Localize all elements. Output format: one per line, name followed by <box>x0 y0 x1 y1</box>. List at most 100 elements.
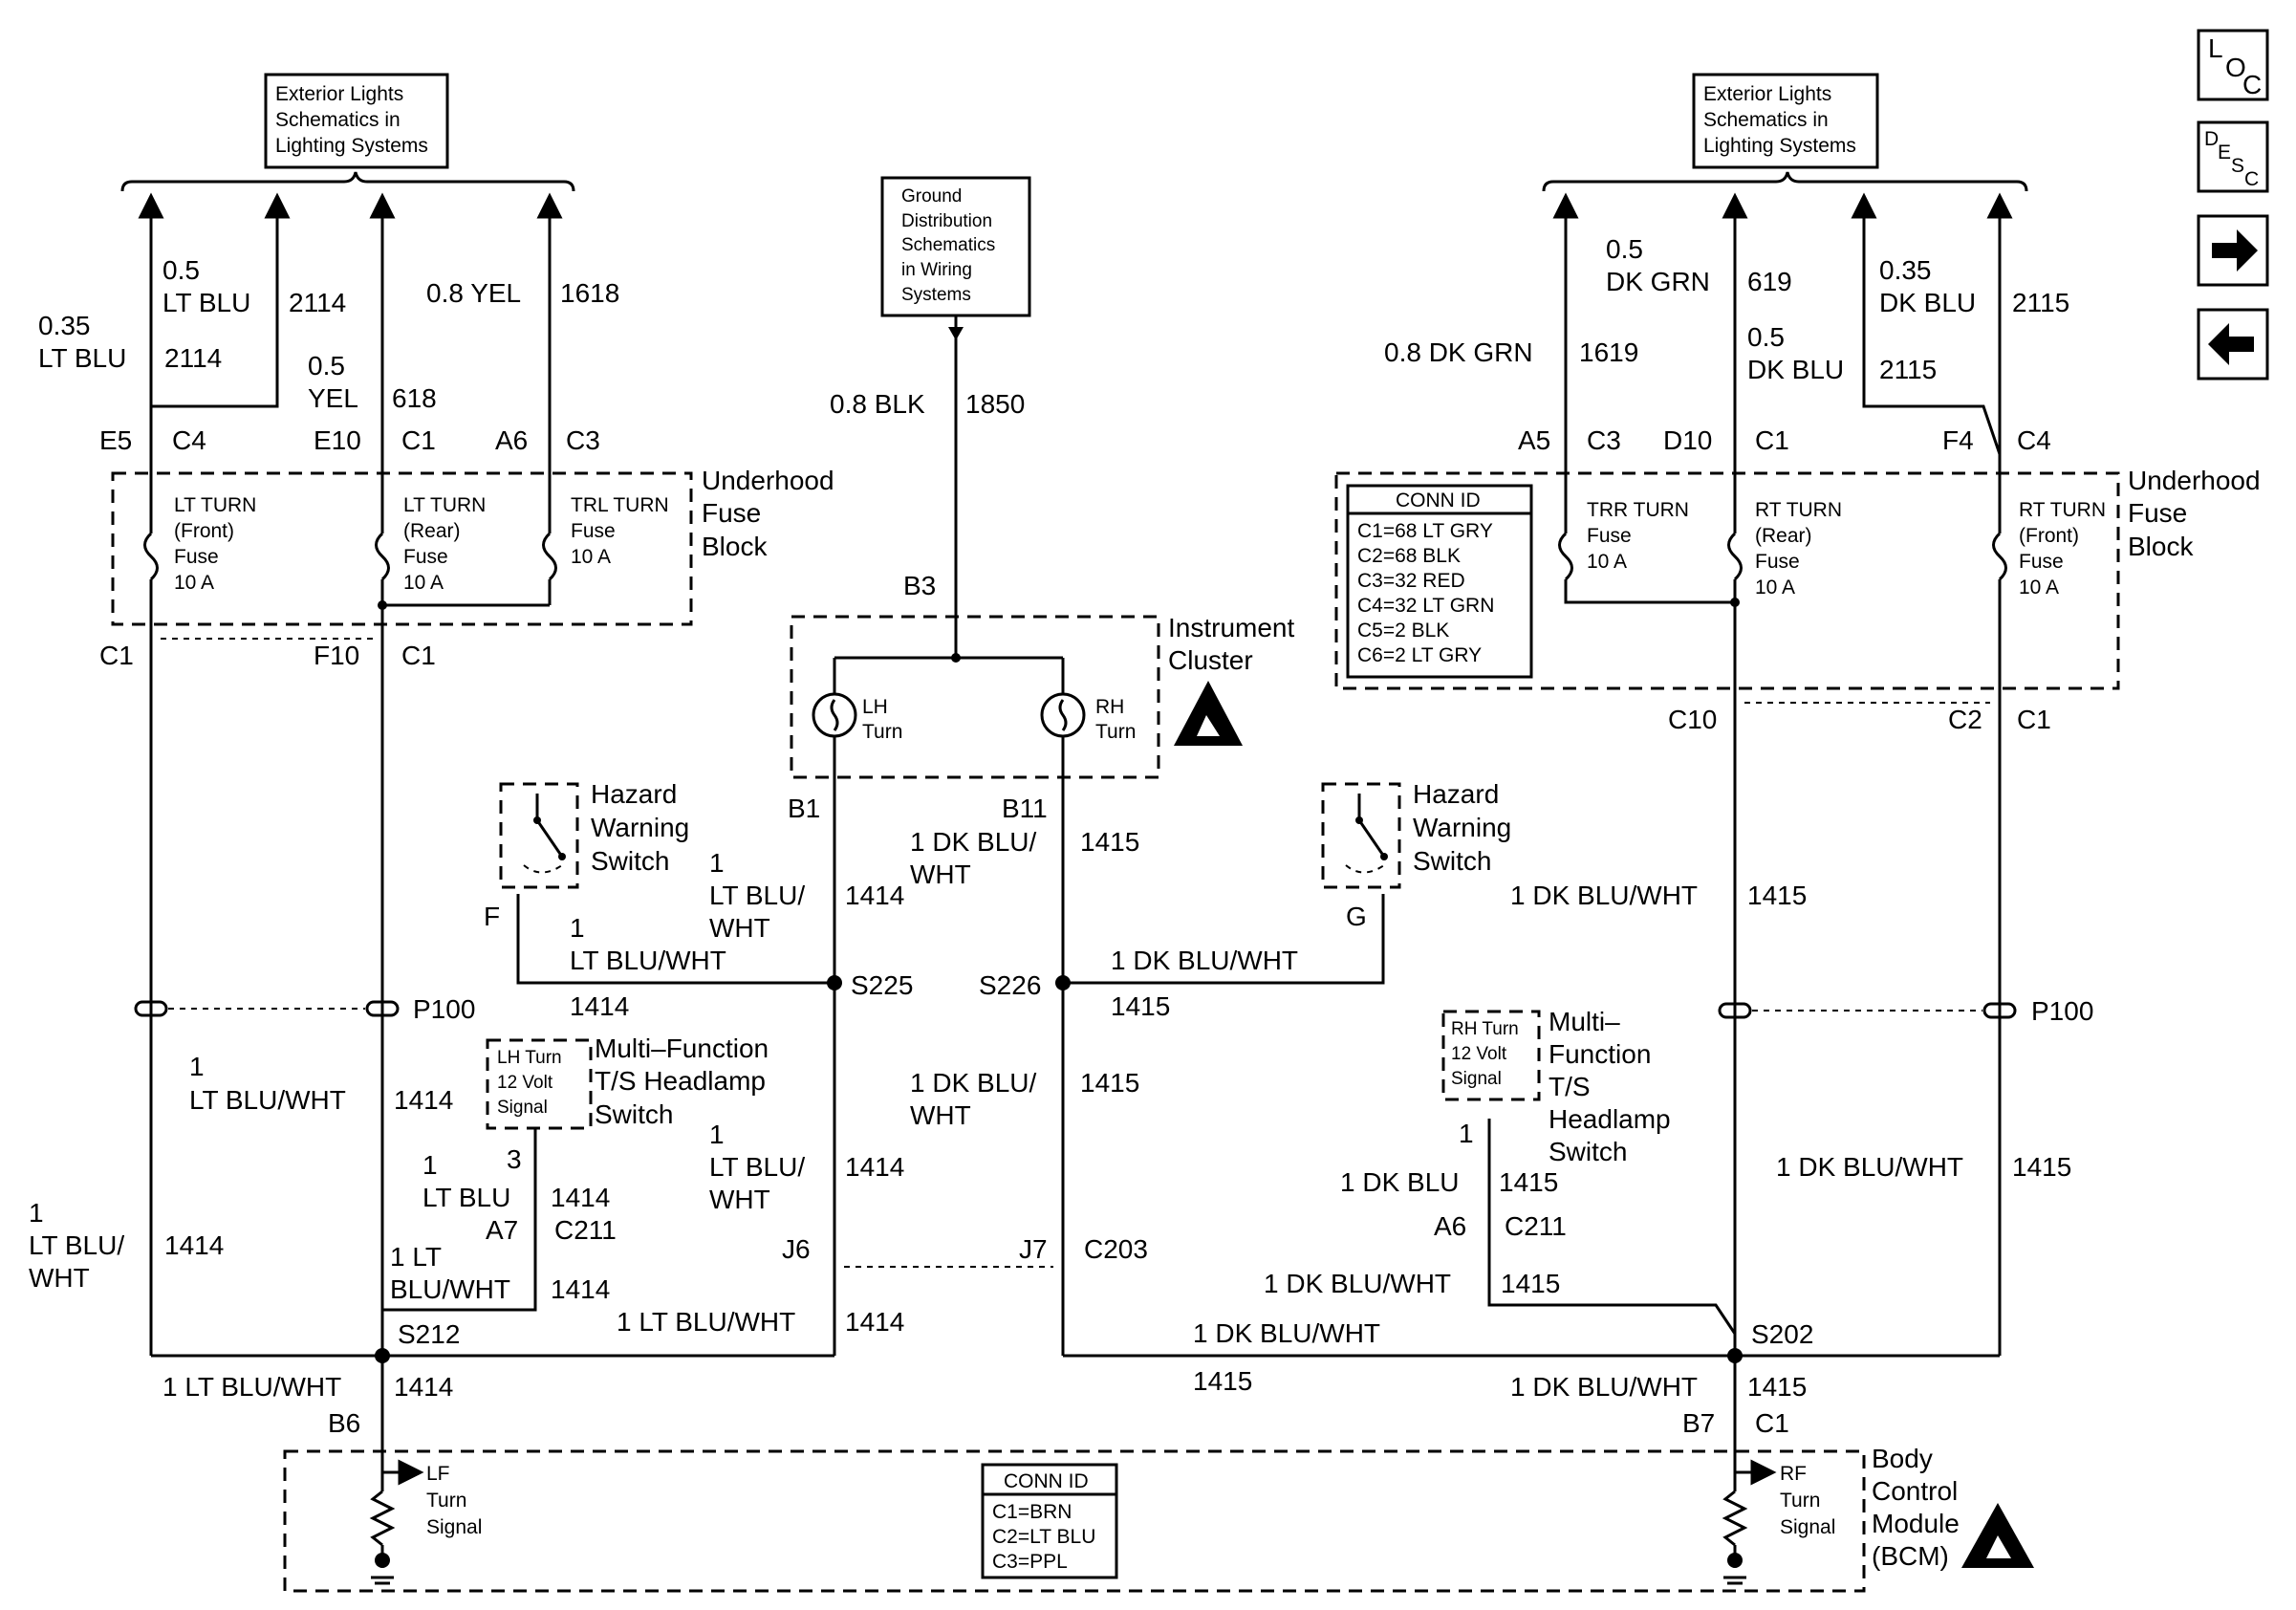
svg-text:10 A: 10 A <box>1755 577 1795 598</box>
svg-text:Signal: Signal <box>426 1516 482 1538</box>
svg-text:S212: S212 <box>398 1319 460 1349</box>
svg-text:S: S <box>2231 155 2244 177</box>
svg-text:Schematics in: Schematics in <box>275 109 401 131</box>
svg-text:Signal: Signal <box>1780 1516 1835 1538</box>
svg-text:J6: J6 <box>782 1234 811 1264</box>
svg-text:CONN ID: CONN ID <box>1396 490 1481 511</box>
desc-icon[interactable]: D E S C <box>2197 120 2269 193</box>
lf-turn-signal: LF Turn Signal <box>369 1442 482 1585</box>
svg-text:L: L <box>2208 33 2223 63</box>
svg-text:S202: S202 <box>1751 1319 1813 1349</box>
previous-arrow-icon[interactable] <box>2197 308 2269 381</box>
svg-text:RF: RF <box>1780 1463 1807 1485</box>
svg-text:1415: 1415 <box>1747 881 1807 910</box>
hazard-warning-switch-left: Hazard Warning Switch F <box>484 779 689 931</box>
svg-text:Signal: Signal <box>497 1098 548 1118</box>
next-arrow-icon[interactable] <box>2197 214 2269 287</box>
svg-text:Switch: Switch <box>1549 1137 1627 1166</box>
svg-text:RH: RH <box>1095 696 1124 718</box>
svg-text:Systems: Systems <box>901 285 971 305</box>
svg-text:Switch: Switch <box>591 846 669 876</box>
svg-text:D: D <box>2204 128 2219 150</box>
svg-text:0.8 BLK: 0.8 BLK <box>830 389 925 419</box>
right-top-wires: 0.8 DK GRN 1619 0.5 DK GRN 619 0.5 DK BL… <box>1384 192 2069 455</box>
svg-text:Distribution: Distribution <box>901 211 992 231</box>
svg-text:C3: C3 <box>566 425 600 455</box>
svg-text:Ground: Ground <box>901 186 962 207</box>
svg-text:0.5: 0.5 <box>1606 234 1643 264</box>
rh-turn-indicator: RH Turn <box>1040 692 1136 743</box>
loc-icon[interactable]: L O C <box>2197 29 2269 101</box>
svg-text:Turn: Turn <box>862 721 902 743</box>
p100-connector-left: P100 <box>134 994 475 1024</box>
svg-text:C5=2 BLK: C5=2 BLK <box>1357 620 1449 642</box>
svg-text:1414: 1414 <box>845 1152 904 1182</box>
ground-distribution-ref[interactable]: Ground Distribution Schematics in Wiring… <box>880 176 1031 317</box>
svg-text:LT BLU: LT BLU <box>162 288 250 317</box>
svg-text:DK GRN: DK GRN <box>1606 267 1710 296</box>
svg-text:LT BLU: LT BLU <box>422 1183 510 1212</box>
svg-text:Fuse: Fuse <box>174 546 219 568</box>
ground-wire: 0.8 BLK 1850 <box>830 315 1025 602</box>
svg-text:LT BLU: LT BLU <box>38 343 126 373</box>
svg-text:Underhood: Underhood <box>702 466 834 495</box>
svg-text:Multi–: Multi– <box>1549 1007 1620 1036</box>
svg-text:1 LT BLU/WHT: 1 LT BLU/WHT <box>162 1372 341 1402</box>
svg-text:0.8 YEL: 0.8 YEL <box>426 278 521 308</box>
svg-text:LT BLU/WHT: LT BLU/WHT <box>570 946 726 975</box>
multifunction-switch-right: RH Turn 12 Volt Signal Multi– Function T… <box>1434 1007 1671 1241</box>
svg-text:C1: C1 <box>1755 1408 1789 1438</box>
svg-text:S225: S225 <box>851 970 913 1000</box>
svg-text:619: 619 <box>1747 267 1792 296</box>
svg-text:10 A: 10 A <box>2019 577 2059 598</box>
svg-text:C3=32 RED: C3=32 RED <box>1357 570 1465 592</box>
svg-text:Fuse: Fuse <box>1587 525 1632 547</box>
connector-labels: J6 J7 C203 B6 B7 C1 <box>328 1234 1789 1438</box>
svg-text:1 DK BLU/WHT: 1 DK BLU/WHT <box>1111 946 1298 975</box>
svg-text:LT BLU/: LT BLU/ <box>709 1152 805 1182</box>
svg-text:Lighting Systems: Lighting Systems <box>1703 135 1856 157</box>
svg-text:LT BLU/: LT BLU/ <box>709 881 805 910</box>
ext-lights-ref-left[interactable]: Exterior Lights Schematics in Lighting S… <box>264 73 449 169</box>
svg-text:Turn: Turn <box>1780 1490 1820 1512</box>
svg-text:B3: B3 <box>903 571 936 600</box>
ext-lights-ref-right[interactable]: Exterior Lights Schematics in Lighting S… <box>1692 73 1879 169</box>
svg-text:C4=32 LT GRN: C4=32 LT GRN <box>1357 595 1494 617</box>
svg-text:1414: 1414 <box>551 1183 610 1212</box>
svg-text:1850: 1850 <box>965 389 1025 419</box>
svg-text:CONN ID: CONN ID <box>1004 1470 1089 1492</box>
svg-text:C3: C3 <box>1587 425 1621 455</box>
svg-text:B6: B6 <box>328 1408 360 1438</box>
svg-text:10 A: 10 A <box>1587 551 1627 573</box>
wire-labels: 1 LT BLU/ WHT 1414 1 LT BLU/WHT 1414 1 D… <box>29 827 2071 1402</box>
svg-text:WHT: WHT <box>29 1263 90 1293</box>
svg-text:LF: LF <box>426 1463 450 1485</box>
svg-text:C1: C1 <box>401 425 436 455</box>
svg-text:Block: Block <box>702 532 768 561</box>
svg-text:Block: Block <box>2128 532 2194 561</box>
body-control-module: Body Control Module (BCM) LF Turn Signal <box>283 1442 2034 1593</box>
svg-text:12 Volt: 12 Volt <box>1451 1044 1507 1064</box>
svg-text:C10: C10 <box>1668 705 1717 734</box>
svg-text:1414: 1414 <box>394 1085 453 1115</box>
svg-text:1 LT: 1 LT <box>390 1242 442 1272</box>
svg-text:E: E <box>2218 141 2231 163</box>
svg-text:Function: Function <box>1549 1039 1651 1069</box>
svg-text:Switch: Switch <box>595 1099 673 1129</box>
svg-text:E5: E5 <box>99 425 132 455</box>
svg-text:(Rear): (Rear) <box>403 520 461 542</box>
svg-text:1415: 1415 <box>1501 1269 1560 1298</box>
svg-text:1414: 1414 <box>845 1307 904 1337</box>
svg-text:Headlamp: Headlamp <box>1549 1104 1671 1134</box>
rt-turn-rear-fuse: RT TURN (Rear) Fuse 10 A <box>1727 454 1842 703</box>
svg-text:1415: 1415 <box>1080 1068 1139 1098</box>
svg-text:Instrument: Instrument <box>1168 613 1294 642</box>
p100-connector-right: P100 <box>1718 996 2093 1026</box>
svg-text:O: O <box>2225 53 2246 82</box>
svg-text:A6: A6 <box>1434 1211 1466 1241</box>
svg-text:0.35: 0.35 <box>1879 255 1932 285</box>
svg-text:F: F <box>484 902 500 931</box>
hazard-warning-switch-right: Hazard Warning Switch G <box>1321 779 1511 931</box>
svg-text:C: C <box>2242 70 2262 99</box>
